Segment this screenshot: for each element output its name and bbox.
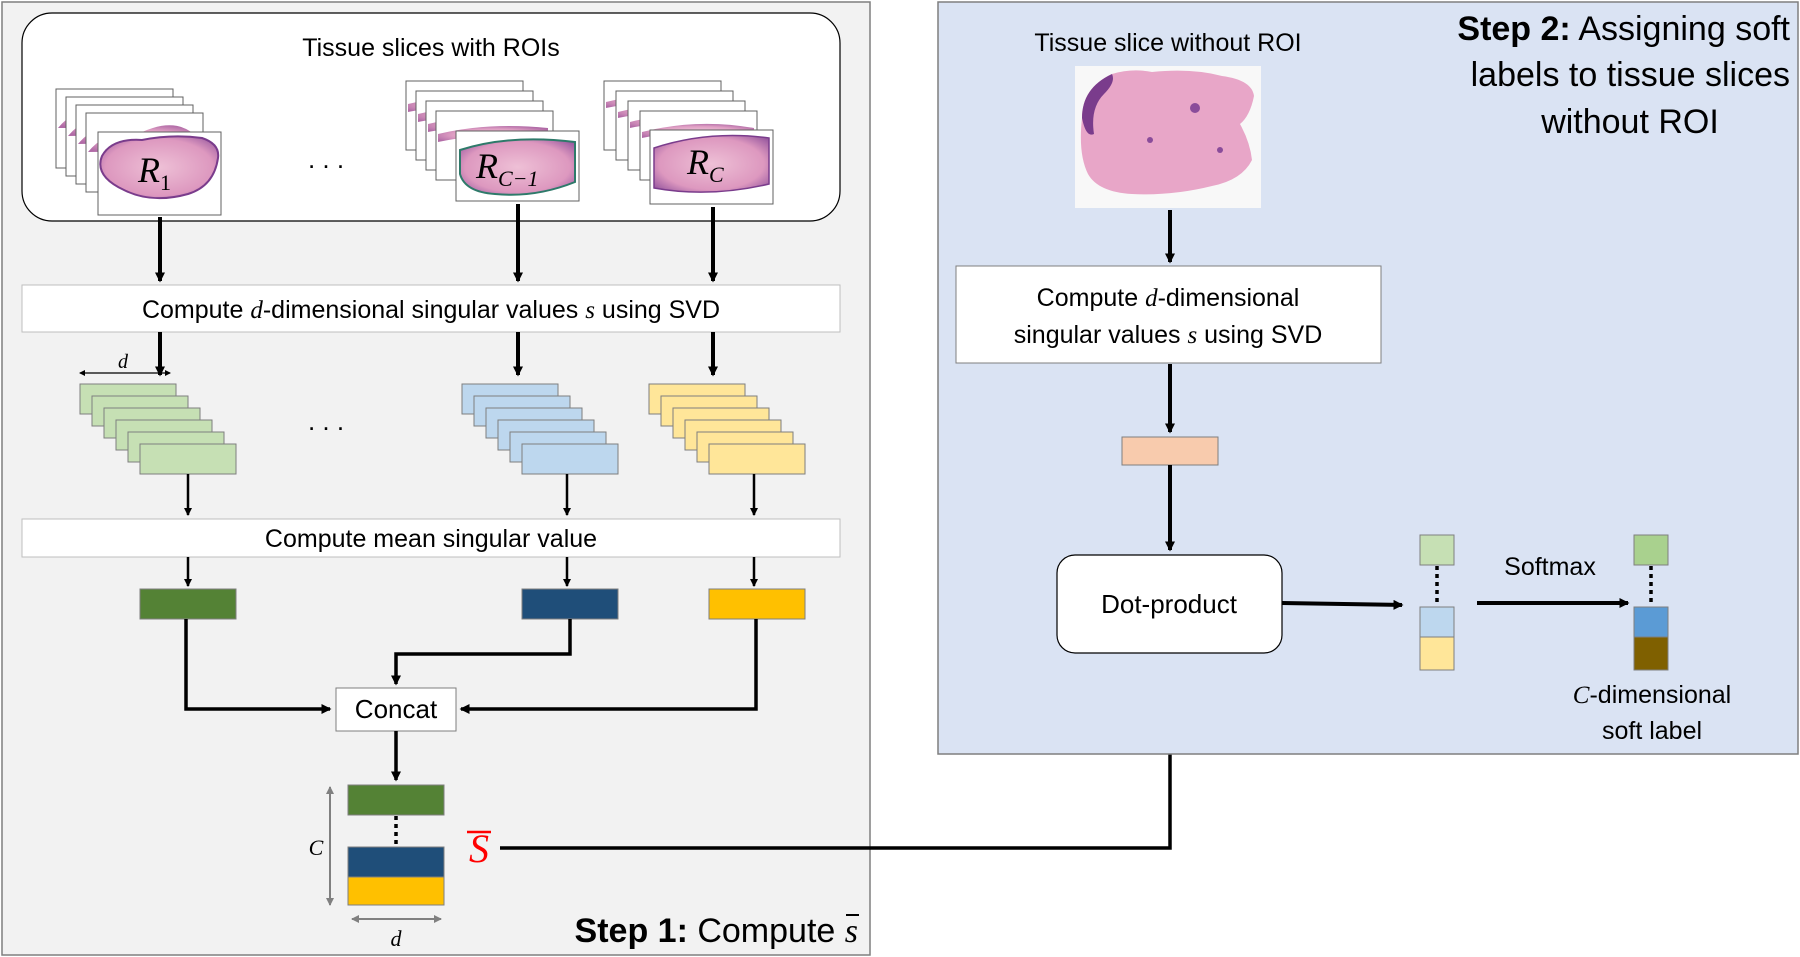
concat-box: [335, 687, 457, 732]
roi-stack-c-minus-1: [405, 80, 580, 202]
step2-title-line2: labels to tissue slices: [1471, 56, 1790, 94]
c-axis-label: C: [309, 835, 324, 860]
roi-label-c-minus-1: RC−1: [475, 146, 539, 191]
arrow-dot-logits: [1281, 599, 1404, 610]
d-marker-label: d: [118, 351, 129, 373]
yellow-singular-stack: [648, 383, 806, 475]
arrow-green-concat: [184, 619, 332, 714]
soft-label-caption-1: C-dimensional: [1573, 681, 1731, 709]
logits-green: [1419, 534, 1455, 566]
dot-product-label: Dot-product: [1101, 589, 1238, 619]
step2-title-line1: Step 2: Assigning soft: [1457, 10, 1790, 48]
soft-label-blue: [1633, 606, 1669, 638]
roi-label-1: R1: [137, 150, 171, 195]
salmon-singular-bar: [1121, 436, 1219, 466]
ellipsis-rois: . . .: [308, 144, 344, 174]
mean-bar: [21, 518, 841, 558]
mean-bar-text: Compute mean singular value: [265, 525, 597, 553]
slice-title: Tissue slice without ROI: [1034, 29, 1301, 57]
s-bar-green: [347, 784, 445, 816]
logits-blue: [1419, 606, 1455, 638]
s-bar-yellow: [347, 876, 445, 906]
ellipsis-stacks: . . .: [308, 406, 344, 436]
step2-svd-box: [955, 265, 1382, 364]
step2-svd-line1: Compute d-dimensional: [1037, 284, 1300, 312]
svd-bar-text: Compute d-dimensional singular values s …: [142, 296, 720, 324]
softmax-label: Softmax: [1504, 553, 1596, 581]
step1-title: Step 1: Compute s: [575, 912, 858, 950]
arrow-yellow-concat: [459, 619, 758, 714]
soft-label-green: [1633, 534, 1669, 566]
step2-svd-line2: singular values s using SVD: [1014, 321, 1323, 349]
mean-blue-bar: [521, 588, 619, 620]
roi-stack-c: [603, 80, 774, 205]
d-axis-label: d: [391, 926, 403, 951]
soft-label-brown: [1633, 636, 1669, 671]
step2-title-line3: without ROI: [1540, 103, 1719, 141]
s-bar-blue: [347, 846, 445, 878]
mean-green-bar: [139, 588, 237, 620]
soft-label-caption-2: soft label: [1602, 717, 1702, 745]
roi-label-c: RC: [686, 142, 724, 187]
roi-stack-1: [55, 88, 222, 216]
svd-bar: [21, 284, 841, 333]
tissue-slice-image: [1075, 66, 1261, 208]
mean-yellow-bar: [708, 588, 806, 620]
concat-label: Concat: [355, 694, 438, 724]
rois-box-title: Tissue slices with ROIs: [302, 34, 559, 62]
logits-yellow: [1419, 636, 1455, 671]
arrow-blue-concat: [391, 619, 572, 686]
blue-singular-stack: [461, 383, 619, 475]
s-bar-label: S: [469, 826, 489, 871]
